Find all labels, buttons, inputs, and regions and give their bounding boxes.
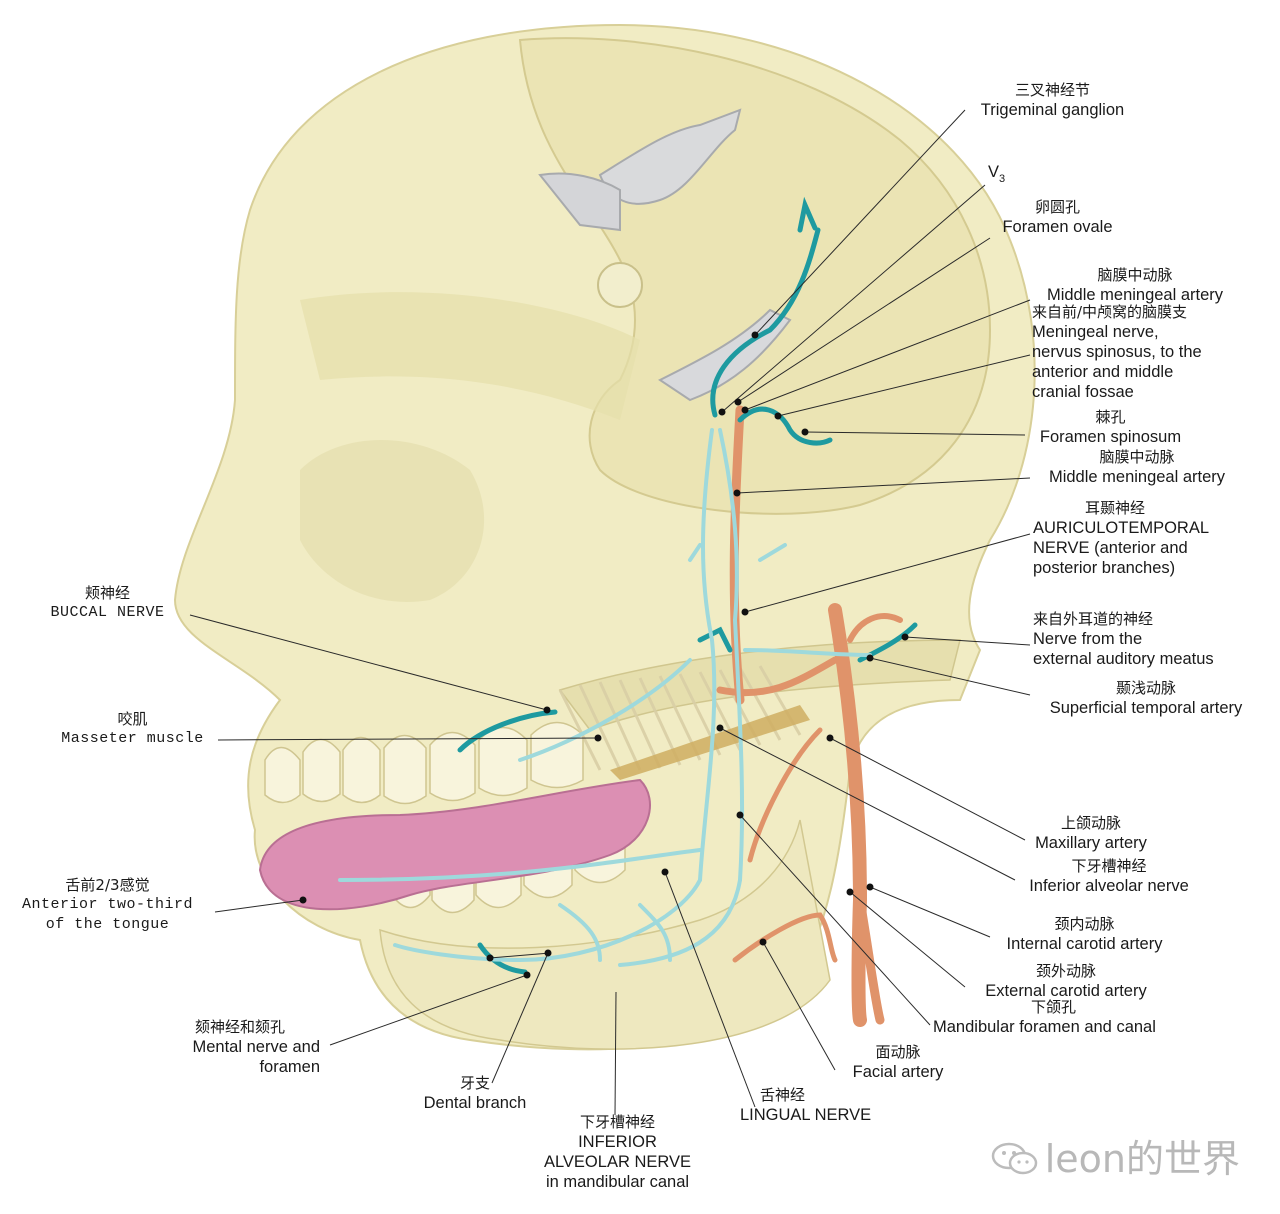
skull-floor-ledge	[300, 292, 640, 420]
tongue	[258, 778, 651, 911]
label-lingual-nerve: 舌神经 LINGUAL NERVE	[740, 1086, 872, 1124]
label-inferior-alveolar-nerve: 下牙槽神经 Inferior alveolar nerve	[1029, 857, 1189, 895]
label-auriculotemporal: 耳颞神经 AURICULOTEMPORAL NERVE (anterior an…	[1033, 499, 1210, 577]
label-mental-nerve: 颏神经和颏孔 Mental nerve and foramen	[192, 1018, 321, 1076]
mandible	[379, 819, 831, 1050]
nerves-dark	[457, 196, 918, 975]
wechat-icon	[991, 1142, 1037, 1175]
label-trigeminal-ganglion: 三叉神经节 Trigeminal ganglion	[980, 81, 1125, 119]
label-maxillary-artery: 上颌动脉 Maxillary artery	[1035, 814, 1147, 852]
label-masseter: 咬肌 Masseter muscle	[61, 710, 204, 747]
callout-dots	[299, 331, 909, 979]
label-buccal: 颊神经 BUCCAL NERVE	[50, 584, 165, 621]
label-superficial-temporal: 颞浅动脉 Superficial temporal artery	[1049, 679, 1243, 717]
label-mandibular-foramen: 下颌孔 Mandibular foramen and canal	[933, 998, 1156, 1036]
ganglion-root	[538, 172, 621, 232]
label-inferior-alveolar-canal: 下牙槽神经 INFERIOR ALVEOLAR NERVE in mandibu…	[543, 1113, 692, 1191]
label-external-carotid: 颈外动脉 External carotid artery	[985, 962, 1147, 1000]
watermark: leon的世界	[991, 1128, 1240, 1183]
label-meningeal-nerve: 来自前/中颅窝的脑膜支 Meningeal nerve, nervus spin…	[1032, 303, 1202, 401]
label-dental-branch: 牙支 Dental branch	[423, 1074, 527, 1112]
label-middle-meningeal-artery-low: 脑膜中动脉 Middle meningeal artery	[1048, 448, 1226, 486]
label-foramen-ovale: 卵圆孔 Foramen ovale	[1002, 198, 1113, 236]
foramen-ring	[597, 262, 643, 308]
label-foramen-spinosum: 棘孔 Foramen spinosum	[1039, 408, 1182, 446]
label-internal-carotid: 颈内动脉 Internal carotid artery	[1006, 915, 1163, 953]
label-middle-meningeal-artery-top: 脑膜中动脉 Middle meningeal artery	[1046, 266, 1224, 304]
orbit	[300, 440, 485, 602]
trigeminal-ganglion	[598, 108, 742, 205]
label-v3: V3	[988, 163, 1006, 185]
label-facial-artery: 面动脉 Facial artery	[852, 1043, 944, 1081]
nerves-light	[338, 428, 872, 967]
maxillary-band	[610, 705, 810, 780]
label-anterior-tongue: 舌前2/3感觉 Anterior two-third of the tongue	[21, 876, 194, 933]
leader-lines	[189, 109, 1031, 1116]
label-nerve-external-auditory: 来自外耳道的神经 Nerve from the external auditor…	[1033, 610, 1214, 668]
